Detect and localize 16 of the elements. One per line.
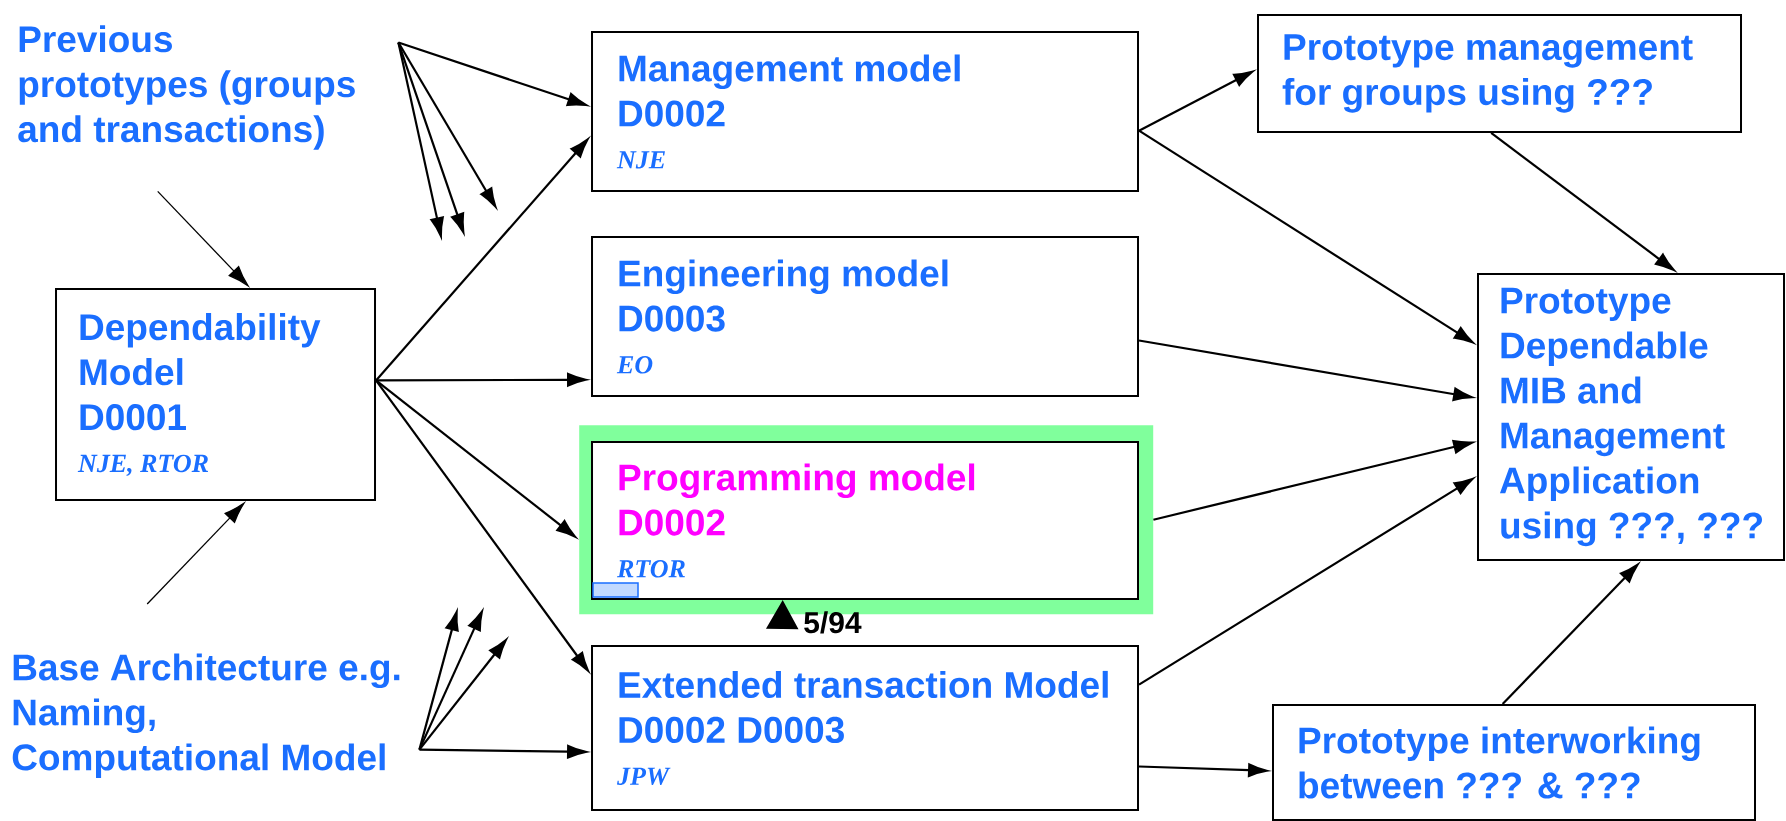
note-text: Previous prototypes (groups and transactions) [18, 25, 355, 150]
arrow [1490, 132, 1675, 271]
process-box: Management model D0002 NJE [591, 31, 1139, 192]
note-text: Base Architecture e.g. Naming, Computational Model [12, 653, 400, 778]
arrow [157, 190, 249, 287]
arrow [1501, 563, 1639, 705]
date-label: 5/94 [804, 611, 862, 634]
process-box: Dependability Model D0001 NJE, RTOR [55, 288, 376, 501]
arrow [1138, 129, 1474, 344]
process-box: Prototype interworking between ??? & ??? [1272, 704, 1756, 821]
process-box: Prototype Dependable MIB and Management Application using ???, ??? [1477, 273, 1785, 561]
process-box: Extended transaction Model D0002 D0003 JPW [591, 645, 1139, 811]
process-box: Prototype management for groups using ??? [1257, 14, 1742, 133]
arrow [146, 502, 245, 605]
process-box: Programming model D0002 RTOR [591, 441, 1139, 600]
process-box: Engineering model D0003 EO [591, 236, 1139, 397]
